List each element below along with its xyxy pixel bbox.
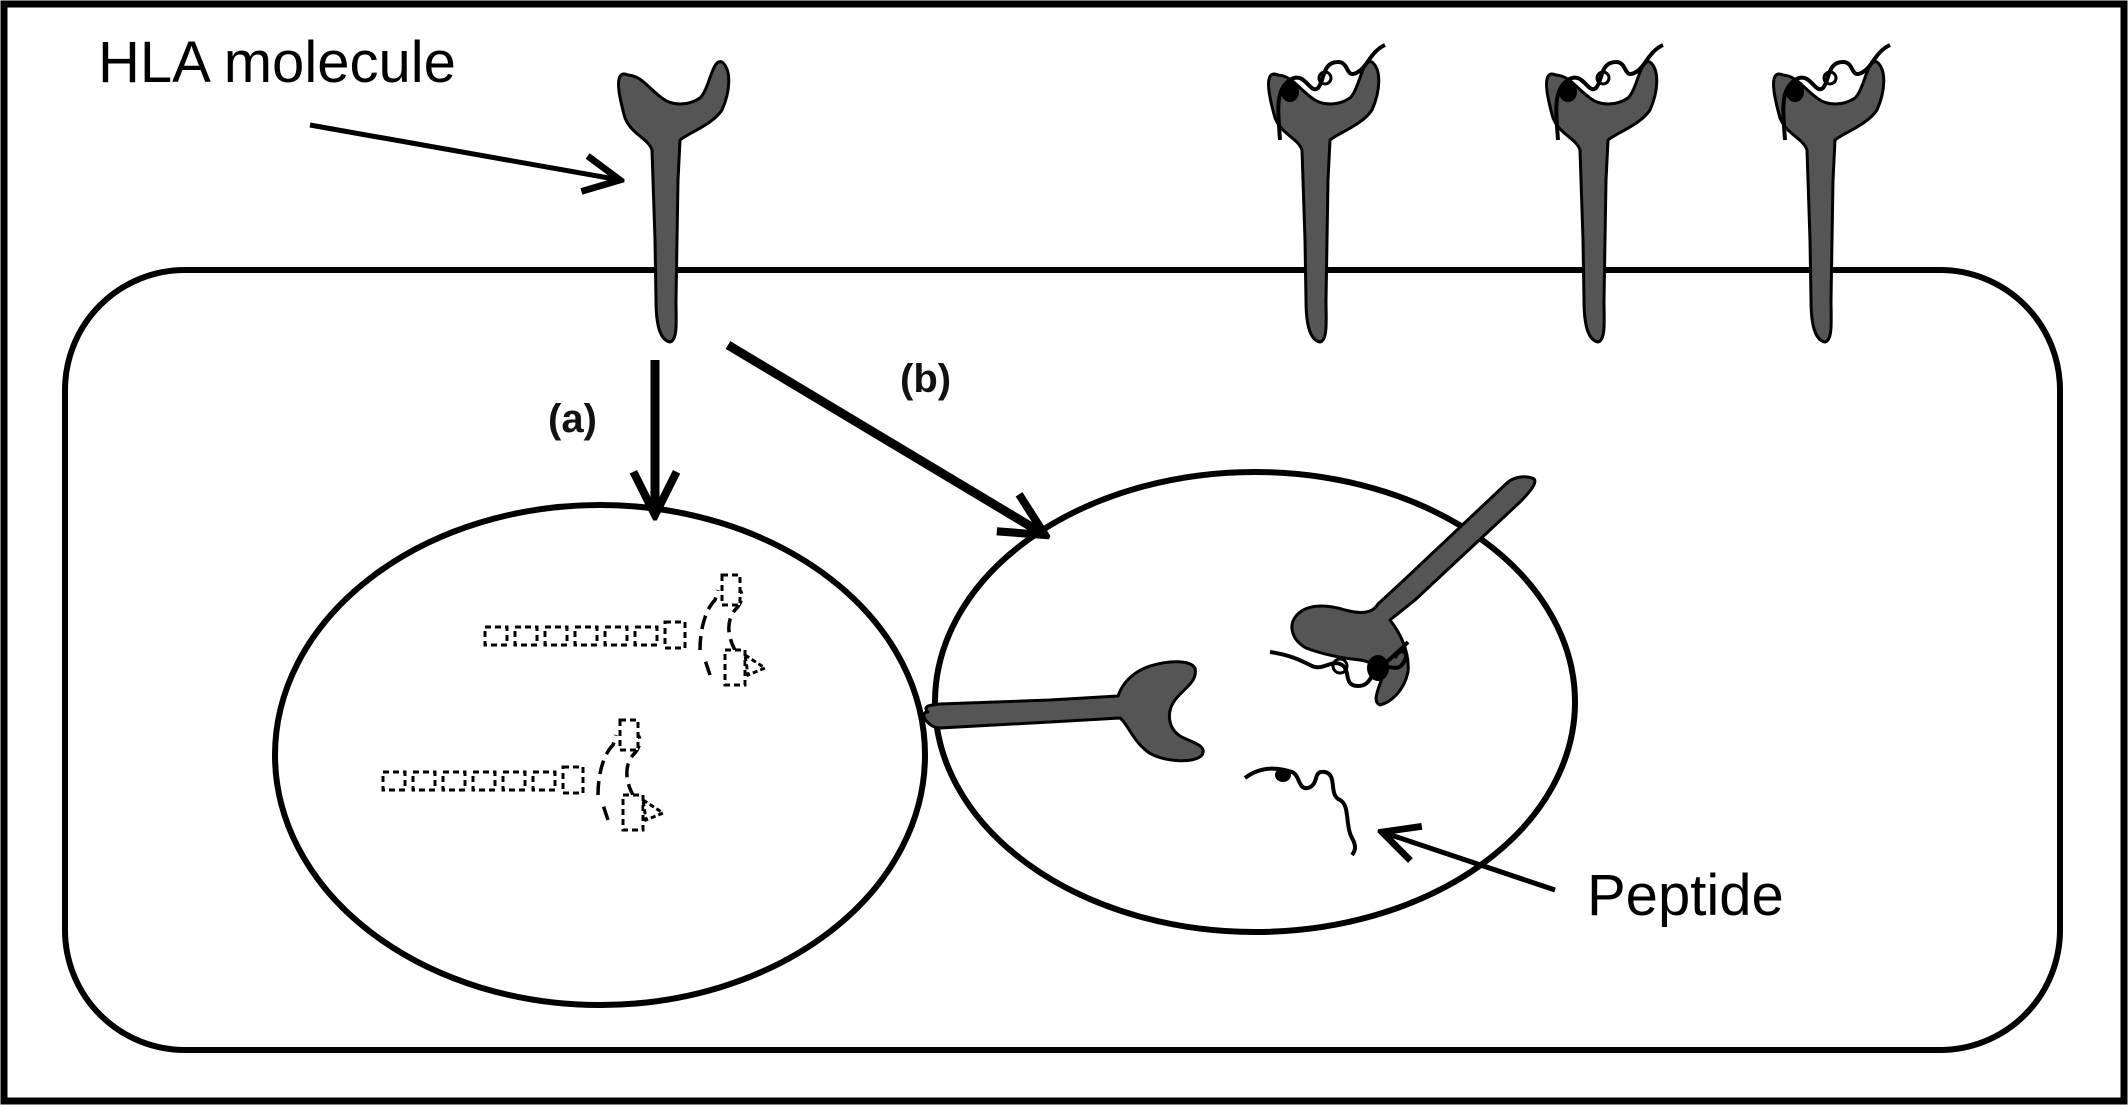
hla-peptide-complex-2 bbox=[1545, 43, 1664, 344]
hla-peptide-complex-1 bbox=[1267, 43, 1386, 344]
free-peptide-anchor bbox=[1275, 768, 1291, 782]
hla-molecule-surface bbox=[617, 60, 731, 344]
pathway-b-label: (b) bbox=[900, 357, 951, 401]
compartment-a bbox=[272, 502, 928, 1008]
pathway-b-arrow bbox=[725, 341, 1045, 535]
degraded-hla-1 bbox=[483, 573, 769, 687]
hla-peptide-loading bbox=[1269, 475, 1537, 707]
hla-molecule-recycling bbox=[922, 660, 1205, 763]
hla-peptide-complex-3 bbox=[1772, 43, 1891, 344]
peptide-label: Peptide bbox=[1587, 863, 1784, 928]
free-peptide bbox=[1243, 766, 1357, 857]
degraded-hla-2 bbox=[381, 718, 667, 832]
hla-molecule-label: HLA molecule bbox=[98, 30, 456, 95]
peptide-label-arrow bbox=[1382, 832, 1556, 893]
hla-label-arrow bbox=[309, 122, 620, 180]
pathway-a-label: (a) bbox=[548, 397, 597, 441]
